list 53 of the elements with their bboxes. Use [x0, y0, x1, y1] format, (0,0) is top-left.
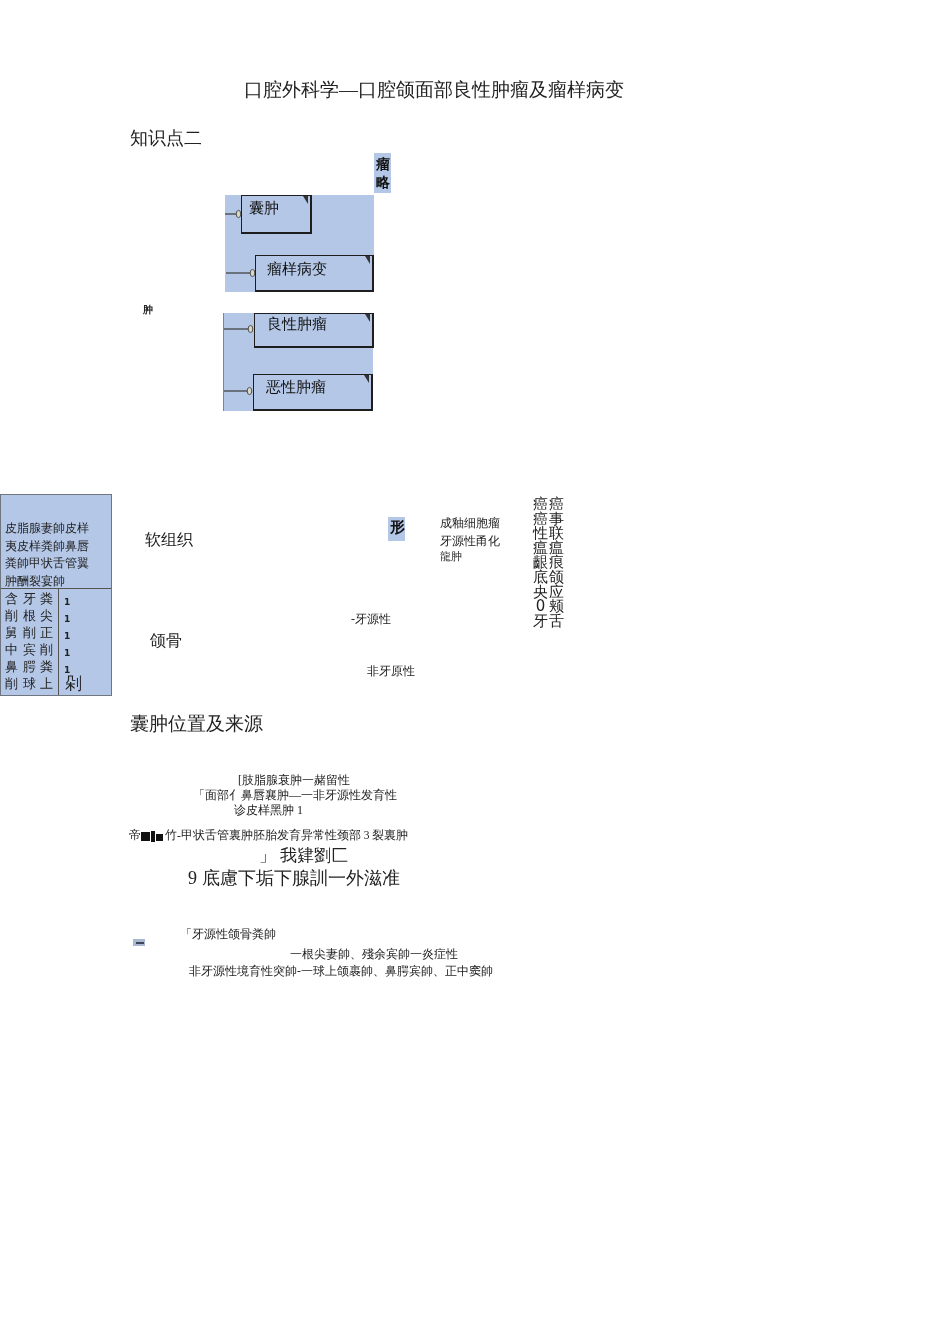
- note-text: 诊皮样黑肿 1: [234, 803, 303, 818]
- note-text: 9 底慮下垢下腺訓一外滋准: [188, 868, 400, 890]
- note-text: 成釉细胞瘤: [440, 516, 500, 531]
- vertical-text: 癌事联瘟痕颌应颊舌: [549, 497, 564, 629]
- section-heading: 知识点二: [130, 128, 202, 150]
- connector-line: [223, 325, 254, 333]
- note-text: 牙源性甬化: [440, 534, 500, 549]
- note-text: 帝: [129, 829, 141, 843]
- note-text: 一根尖妻帥、殘余宾帥一炎症性: [290, 947, 458, 962]
- table-panel: [0, 494, 112, 696]
- table-entry: 1: [64, 597, 71, 608]
- page-title: 口腔外科学—口腔颌面部良性肿瘤及瘤样病变: [244, 79, 624, 101]
- connector-line: [225, 269, 256, 277]
- table-entry: 1: [64, 648, 71, 659]
- note-text: 龍肿: [440, 551, 462, 564]
- panel-text: 皮脂腺妻帥皮样夷皮样粪帥鼻唇粪帥甲状舌管翼肿酬裂宴帥: [5, 520, 90, 590]
- note-text: 非牙原性: [367, 664, 415, 679]
- table-entry: 含牙粪: [5, 592, 58, 607]
- table-entry: 削根尖: [5, 609, 58, 624]
- topic-label: 囊肿: [249, 199, 279, 217]
- table-entry: 1: [64, 631, 71, 642]
- note-text: 竹-甲状舌管裏肿胚胎发育异常性颈部 3 裂裏肿: [165, 829, 409, 843]
- note-text: [肢脂腺衰肿一赭留性: [238, 773, 350, 788]
- note-text: 软组织: [145, 530, 193, 550]
- table-entry: 1: [64, 665, 71, 675]
- table-entry: 中宾削: [5, 643, 58, 658]
- table-entry: 剁: [65, 674, 82, 695]
- connector-line: [223, 387, 253, 395]
- topic-box: [253, 374, 373, 411]
- table-entry: 1: [64, 614, 71, 625]
- note-text: -牙源性: [351, 612, 391, 627]
- label-tab: 瘤略: [374, 153, 391, 193]
- note-text: 」 我肄劉匚: [259, 846, 349, 867]
- vertical-text: 癌癌性瘟齦底央0牙: [533, 497, 548, 629]
- note-text: 「面部亻鼻唇襄肿—一非牙源性发育性: [193, 788, 397, 803]
- topic-label: 良性肿瘤: [267, 315, 327, 333]
- connector-line: [224, 210, 242, 218]
- table-entry: 舅削正: [5, 626, 58, 641]
- topic-box: [241, 195, 312, 234]
- note-text: 「牙源性颌骨粪帥: [180, 927, 276, 942]
- group-band: [223, 313, 373, 411]
- note-text: 非牙源性境育性突帥-一球上颌裹帥、鼻腭宾帥、正中窦帥: [189, 964, 493, 979]
- note-text: 颌骨: [150, 631, 182, 651]
- label-tab: 形: [388, 517, 405, 541]
- table-entry: 削球上: [5, 677, 58, 692]
- topic-box: [255, 255, 374, 292]
- topic-box: [254, 313, 374, 348]
- note-text: 肿: [143, 304, 153, 316]
- table-entry: 鼻腭粪: [5, 660, 58, 675]
- section-heading: 囊肿位置及来源: [130, 713, 263, 736]
- topic-label: 瘤样病变: [267, 260, 327, 278]
- group-band: [225, 195, 374, 292]
- topic-label: 恶性肿瘤: [266, 378, 326, 396]
